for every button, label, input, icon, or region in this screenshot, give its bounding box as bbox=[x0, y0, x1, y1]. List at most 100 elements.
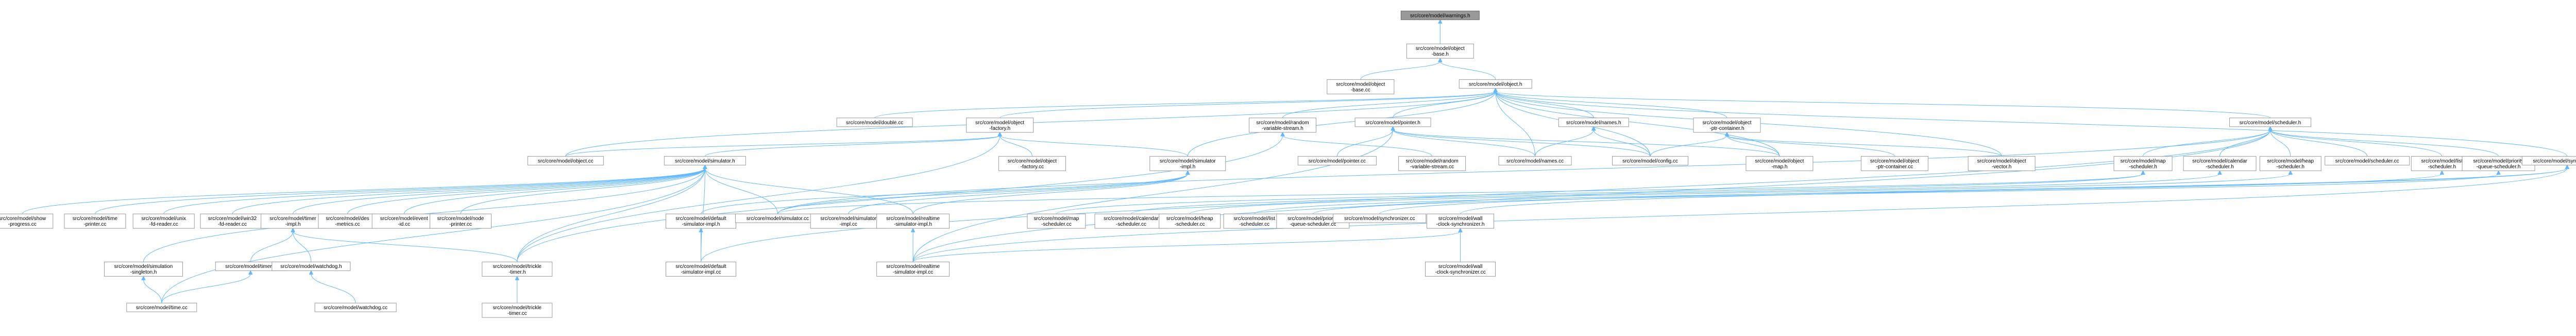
graph-node-timer-h[interactable]: src/core/model/timer.h bbox=[215, 261, 286, 271]
graph-node-rvs-cc[interactable]: src/core/model/random-variable-stream.cc bbox=[1398, 156, 1466, 171]
node-label-line: src/core/model/synchronizer.cc bbox=[1344, 216, 1415, 222]
graph-node-calsched-h[interactable]: src/core/model/calendar-scheduler.h bbox=[2183, 156, 2257, 171]
node-label-line: src/core/model/node bbox=[437, 216, 484, 222]
edge-arrowhead bbox=[515, 276, 520, 280]
graph-node-simimpl-h[interactable]: src/core/model/simulator-impl.h bbox=[1149, 156, 1226, 171]
graph-node-simulator-h[interactable]: src/core/model/simulator.h bbox=[664, 156, 746, 165]
node-box bbox=[665, 213, 736, 229]
graph-node-scheduler-h[interactable]: src/core/model/scheduler.h bbox=[2229, 117, 2312, 127]
graph-edge bbox=[1336, 129, 1394, 157]
graph-node-ovector-h[interactable]: src/core/model/object-vector.h bbox=[1968, 156, 2036, 171]
graph-edge bbox=[1282, 91, 1496, 119]
graph-node-mapsched-h[interactable]: src/core/model/map-scheduler.h bbox=[2113, 156, 2173, 171]
node-label-line: src/core/model/wall bbox=[1438, 264, 1483, 270]
graph-node-simsing-h[interactable]: src/core/model/simulation-singleton.h bbox=[104, 261, 183, 277]
graph-node-eventid-cc[interactable]: src/core/model/event-id.cc bbox=[371, 213, 436, 229]
graph-node-obase-h[interactable]: src/core/model/object-base.h bbox=[1406, 43, 1474, 59]
graph-node-watchdog-h[interactable]: src/core/model/watchdog.h bbox=[272, 261, 351, 271]
graph-edge bbox=[161, 168, 705, 304]
graph-node-heapsched-cc[interactable]: src/core/model/heap-scheduler.cc bbox=[1159, 213, 1221, 229]
graph-edge bbox=[701, 173, 1188, 214]
edge-arrowhead bbox=[1493, 88, 1498, 92]
graph-node-rtimpl-h[interactable]: src/core/model/realtime-simulator-impl.h bbox=[876, 213, 950, 229]
node-box bbox=[810, 213, 887, 229]
node-box bbox=[1612, 156, 1689, 165]
node-label-line: -scheduler.h bbox=[2129, 164, 2157, 170]
graph-node-sync-h[interactable]: src/core/model/synchronizer.h bbox=[2521, 156, 2576, 165]
graph-edge bbox=[1393, 129, 1536, 157]
graph-edge bbox=[1187, 91, 1496, 157]
graph-node-pointer-h[interactable]: src/core/model/pointer.h bbox=[1354, 117, 1431, 127]
graph-node-omap-h[interactable]: src/core/model/object-map.h bbox=[1745, 156, 1814, 171]
graph-node-nodeprinter-cc[interactable]: src/core/model/node-printer.cc bbox=[429, 213, 492, 229]
node-label-line: -clock-synchronizer.h bbox=[1436, 222, 1485, 227]
graph-node-object-h[interactable]: src/core/model/object.h bbox=[1459, 79, 1532, 89]
graph-node-factory-cc[interactable]: src/core/model/object-factory.cc bbox=[998, 156, 1066, 171]
node-box bbox=[876, 213, 950, 229]
graph-node-config-cc[interactable]: src/core/model/config.cc bbox=[1612, 156, 1689, 165]
graph-edge bbox=[704, 168, 913, 214]
graph-edge bbox=[1495, 91, 1727, 119]
node-label-line: src/core/model/realtime bbox=[886, 216, 940, 222]
graph-node-wallsync-h[interactable]: src/core/model/wall-clock-synchronizer.h bbox=[1427, 213, 1495, 229]
node-label-line: src/core/model/priority bbox=[2473, 158, 2523, 164]
node-label-line: -map.h bbox=[1771, 164, 1787, 170]
node-label-line: -variable-stream.cc bbox=[1410, 164, 1454, 170]
node-label-line: src/core/model/heap bbox=[1166, 216, 1213, 222]
node-label-line: src/core/model/pointer.cc bbox=[1309, 158, 1366, 164]
graph-edge bbox=[777, 173, 2144, 214]
graph-node-obase-cc[interactable]: src/core/model/object-base.cc bbox=[1327, 79, 1395, 94]
graph-node-des-cc[interactable]: src/core/model/des-metrics.cc bbox=[318, 213, 377, 229]
edge-arrowhead bbox=[1591, 126, 1596, 131]
graph-edge bbox=[517, 135, 1001, 262]
graph-node-watchdog-cc[interactable]: src/core/model/watchdog.cc bbox=[314, 303, 397, 312]
graph-node-listsched-cc[interactable]: src/core/model/list-scheduler.cc bbox=[1223, 213, 1285, 229]
graph-node-heapsched-h[interactable]: src/core/model/heap-scheduler.h bbox=[2259, 156, 2321, 171]
graph-node-pointer-cc[interactable]: src/core/model/pointer.cc bbox=[1297, 156, 1377, 165]
graph-node-ptrcont-h[interactable]: src/core/model/object-ptr-container.h bbox=[1693, 117, 1761, 133]
node-label-line: -simulator-impl.h bbox=[894, 222, 932, 227]
graph-node-wallsync-cc[interactable]: src/core/model/wall-clock-synchronizer.c… bbox=[1425, 261, 1496, 277]
graph-node-time-cc[interactable]: src/core/model/time.cc bbox=[126, 303, 197, 312]
graph-node-rvs-h[interactable]: src/core/model/random-variable-stream.h bbox=[1249, 117, 1317, 133]
graph-node-timeprinter-cc[interactable]: src/core/model/time-printer.cc bbox=[64, 213, 126, 229]
node-label-line: src/core/model/warnings.h bbox=[1410, 13, 1470, 19]
graph-node-calsched-cc[interactable]: src/core/model/calendar-scheduler.cc bbox=[1094, 213, 1168, 229]
graph-node-timerimpl-h[interactable]: src/core/model/timer-impl.h bbox=[261, 213, 326, 229]
graph-node-defimpl-h[interactable]: src/core/model/default-simulator-impl.h bbox=[665, 213, 736, 229]
graph-node-sync-cc[interactable]: src/core/model/synchronizer.cc bbox=[1333, 213, 1427, 223]
graph-node-ptrcont-cc[interactable]: src/core/model/object-ptr-container.cc bbox=[1860, 156, 1928, 171]
graph-node-showprog-cc[interactable]: src/core/model/show-progress.cc bbox=[0, 213, 54, 229]
graph-node-simimpl-cc[interactable]: src/core/model/simulator-impl.cc bbox=[810, 213, 887, 229]
graph-edge bbox=[311, 274, 356, 304]
node-label-line: src/core/model/object bbox=[1416, 46, 1465, 52]
edge-arrowhead bbox=[1280, 131, 1285, 137]
node-label-line: src/core/model/watchdog.h bbox=[280, 264, 342, 270]
graph-node-win32-cc[interactable]: src/core/model/win32-fd-reader.cc bbox=[200, 213, 265, 229]
edge-arrowhead bbox=[1724, 131, 1730, 137]
graph-node-rtimpl-cc[interactable]: src/core/model/realtime-simulator-impl.c… bbox=[876, 261, 950, 277]
graph-node-names-cc[interactable]: src/core/model/names.cc bbox=[1498, 156, 1572, 165]
graph-node-sim-cc[interactable]: src/core/model/simulator.cc bbox=[735, 213, 820, 223]
node-box bbox=[1558, 117, 1629, 127]
graph-node-defimpl-cc[interactable]: src/core/model/default-simulator-impl.cc bbox=[665, 261, 736, 277]
node-label-line: -scheduler.h bbox=[2206, 164, 2233, 170]
graph-node-trickle-h[interactable]: src/core/model/trickle-timer.h bbox=[482, 261, 553, 277]
graph-node-object-cc[interactable]: src/core/model/object.cc bbox=[527, 156, 604, 165]
node-box bbox=[1745, 156, 1814, 171]
graph-node-double-cc[interactable]: src/core/model/double.cc bbox=[836, 117, 913, 127]
graph-node-mapsched-cc[interactable]: src/core/model/map-scheduler.cc bbox=[1027, 213, 1086, 229]
graph-node-trickle-cc[interactable]: src/core/model/trickle-timer.cc bbox=[482, 303, 553, 318]
graph-node-scheduler-cc[interactable]: src/core/model/scheduler.cc bbox=[2325, 156, 2410, 165]
node-box bbox=[200, 213, 265, 229]
graph-edge bbox=[293, 231, 518, 262]
node-label-line: src/core/model/object bbox=[1977, 158, 2026, 164]
node-label-line: src/core/model/random bbox=[1406, 158, 1459, 164]
graph-node-factory-h[interactable]: src/core/model/object-factory.h bbox=[966, 117, 1034, 133]
node-label-line: src/core/model/trickle bbox=[493, 264, 542, 270]
graph-edge bbox=[2270, 129, 2443, 157]
graph-node-names-h[interactable]: src/core/model/names.h bbox=[1558, 117, 1629, 127]
graph-node-unix-cc[interactable]: src/core/model/unix-fd-reader.cc bbox=[132, 213, 195, 229]
node-label-line: src/core/model/config.cc bbox=[1622, 158, 1678, 164]
node-label-line: -impl.cc bbox=[839, 222, 857, 227]
